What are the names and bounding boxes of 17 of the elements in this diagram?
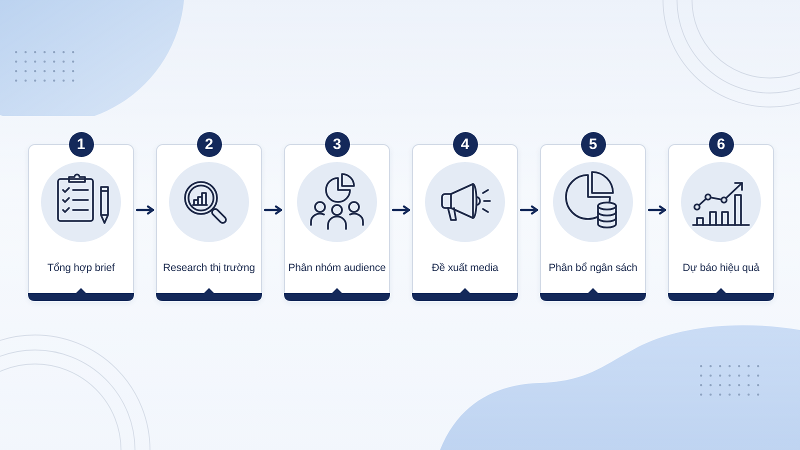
step-number: 4: [452, 132, 478, 157]
arrow: [392, 205, 410, 215]
step-label: Research thị trường: [162, 262, 256, 275]
step-label: Dự báo hiệu quả: [682, 262, 760, 275]
step-number: 6: [708, 132, 734, 157]
arrow: [520, 205, 538, 215]
step-label: Tổng hợp brief: [46, 262, 116, 275]
step-label: Phân nhóm audience: [287, 262, 387, 275]
step-number: 1: [68, 132, 94, 157]
step-label: Phân bổ ngân sách: [548, 262, 638, 275]
arrow: [136, 205, 154, 215]
step-number: 3: [324, 132, 350, 157]
step-number: 2: [196, 132, 222, 157]
step-number: 5: [580, 132, 606, 157]
arrow: [264, 205, 282, 215]
arrow: [648, 205, 666, 215]
step-label: Đề xuất media: [430, 262, 500, 275]
